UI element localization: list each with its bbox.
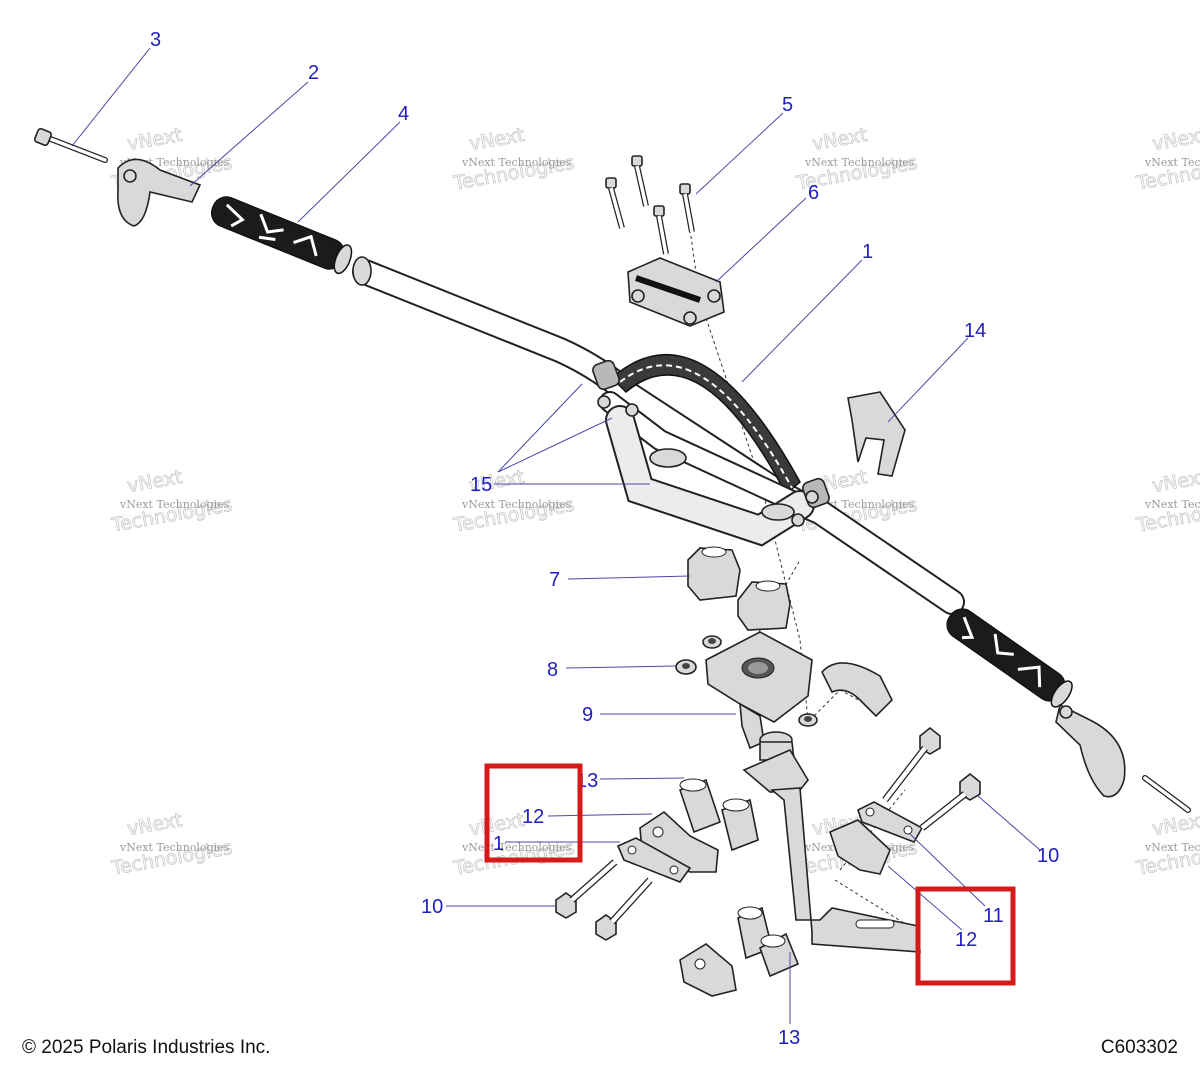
washer[interactable]	[798, 713, 818, 727]
svg-text:vNext Technologies: vNext Technologies	[1144, 841, 1200, 854]
watermark: vNext Technologies vNext Technologies	[451, 124, 577, 196]
watermark: vNext Technologies vNext Technologies	[451, 466, 577, 538]
leader-lines	[71, 47, 1041, 1024]
assembly-line	[834, 879, 916, 931]
watermark: vNext Technologies vNext Technologies	[451, 809, 577, 881]
handlebar[interactable]	[352, 256, 965, 615]
steering-post[interactable]	[742, 731, 921, 953]
svg-text:vNext Technologies: vNext Technologies	[461, 841, 572, 854]
svg-text:vNext Technologies: vNext Technologies	[804, 156, 915, 169]
callout-6: 6	[808, 182, 819, 204]
callout-9: 9	[582, 704, 593, 726]
split-clamp[interactable]	[821, 662, 893, 718]
watermark: vNext Technologies vNext Technologies	[109, 809, 235, 881]
svg-text:vNext: vNext	[468, 124, 526, 155]
svg-text:vNext Technologies: vNext Technologies	[1144, 156, 1200, 169]
callout-12-right: 12	[955, 929, 977, 951]
callout-12: 12	[522, 806, 544, 828]
bolt[interactable]	[605, 177, 625, 229]
watermark: vNext Technologies vNext Technologies	[109, 466, 235, 538]
left-grip[interactable]	[207, 193, 355, 276]
drawing-number: C603302	[1100, 1037, 1178, 1058]
callout-4: 4	[398, 103, 409, 125]
highlight-box	[915, 886, 1016, 986]
plate[interactable]	[857, 801, 924, 843]
callout-11: 11	[983, 905, 1004, 927]
callout-14: 14	[964, 320, 986, 342]
bushing[interactable]	[721, 798, 759, 852]
washer[interactable]	[702, 635, 722, 649]
svg-text:vNext: vNext	[126, 809, 184, 840]
svg-text:vNext Technologies: vNext Technologies	[461, 156, 572, 169]
bolt[interactable]	[919, 772, 981, 831]
callout-13-bottom: 13	[778, 1027, 800, 1049]
bolt[interactable]	[631, 155, 649, 207]
callout-10-right: 10	[1037, 845, 1059, 867]
watermark: vNext Technologies vNext Technologies	[1134, 466, 1200, 538]
left-bar-end[interactable]	[117, 158, 202, 227]
callout-15: 15	[470, 474, 492, 496]
clamp-block[interactable]	[679, 943, 737, 997]
callout-10: 10	[421, 896, 443, 918]
svg-text:vNext Technologies: vNext Technologies	[119, 498, 230, 511]
svg-text:vNext Technologies: vNext Technologies	[461, 498, 572, 511]
svg-text:vNext: vNext	[811, 124, 869, 155]
bushing[interactable]	[678, 778, 722, 834]
bolt[interactable]	[653, 205, 669, 255]
steering-mount[interactable]	[705, 631, 813, 750]
copyright-text: © 2025 Polaris Industries Inc.	[22, 1037, 271, 1058]
callout-8: 8	[547, 659, 558, 681]
watermark: vNext Technologies vNext Technologies	[1134, 809, 1200, 881]
callout-labels: 3 2 4 5 6 1 14 15 7 8 9 13 12 1 10 10 11…	[150, 29, 1059, 1049]
washer[interactable]	[675, 659, 697, 675]
bolt[interactable]	[882, 726, 941, 803]
callout-3: 3	[150, 29, 161, 51]
bolt[interactable]	[679, 183, 695, 233]
clamp-bolts[interactable]	[605, 155, 695, 255]
clamp-block[interactable]	[829, 819, 891, 875]
bushing[interactable]	[759, 932, 800, 978]
svg-text:vNext: vNext	[126, 124, 184, 155]
highlight-box	[484, 763, 583, 863]
right-grip[interactable]	[942, 604, 1076, 711]
callout-1-lower: 1	[493, 833, 504, 855]
callout-2: 2	[308, 62, 319, 84]
bolt[interactable]	[595, 877, 653, 941]
watermark: vNext Technologies vNext Technologies	[1134, 124, 1200, 196]
svg-text:vNext: vNext	[1151, 124, 1200, 155]
svg-text:vNext: vNext	[1151, 466, 1200, 497]
svg-text:vNext Technologies: vNext Technologies	[119, 841, 230, 854]
crossbar-pad[interactable]	[610, 353, 801, 496]
svg-text:vNext: vNext	[1151, 809, 1200, 840]
left-bar-end-bolt[interactable]	[33, 127, 108, 163]
bolt[interactable]	[555, 859, 618, 919]
pad-cover[interactable]	[847, 391, 906, 477]
svg-text:vNext: vNext	[126, 466, 184, 497]
callout-7: 7	[549, 569, 560, 591]
riser-block[interactable]	[737, 580, 791, 631]
riser-block[interactable]	[687, 546, 741, 601]
callout-1: 1	[862, 241, 873, 263]
callout-5: 5	[782, 94, 793, 116]
right-bar-end[interactable]	[1055, 703, 1126, 798]
plate[interactable]	[616, 837, 692, 883]
top-clamp[interactable]	[627, 257, 725, 327]
right-bar-end-bolt[interactable]	[1142, 775, 1191, 813]
svg-text:vNext Technologies: vNext Technologies	[1144, 498, 1200, 511]
assembly-line	[839, 789, 906, 871]
